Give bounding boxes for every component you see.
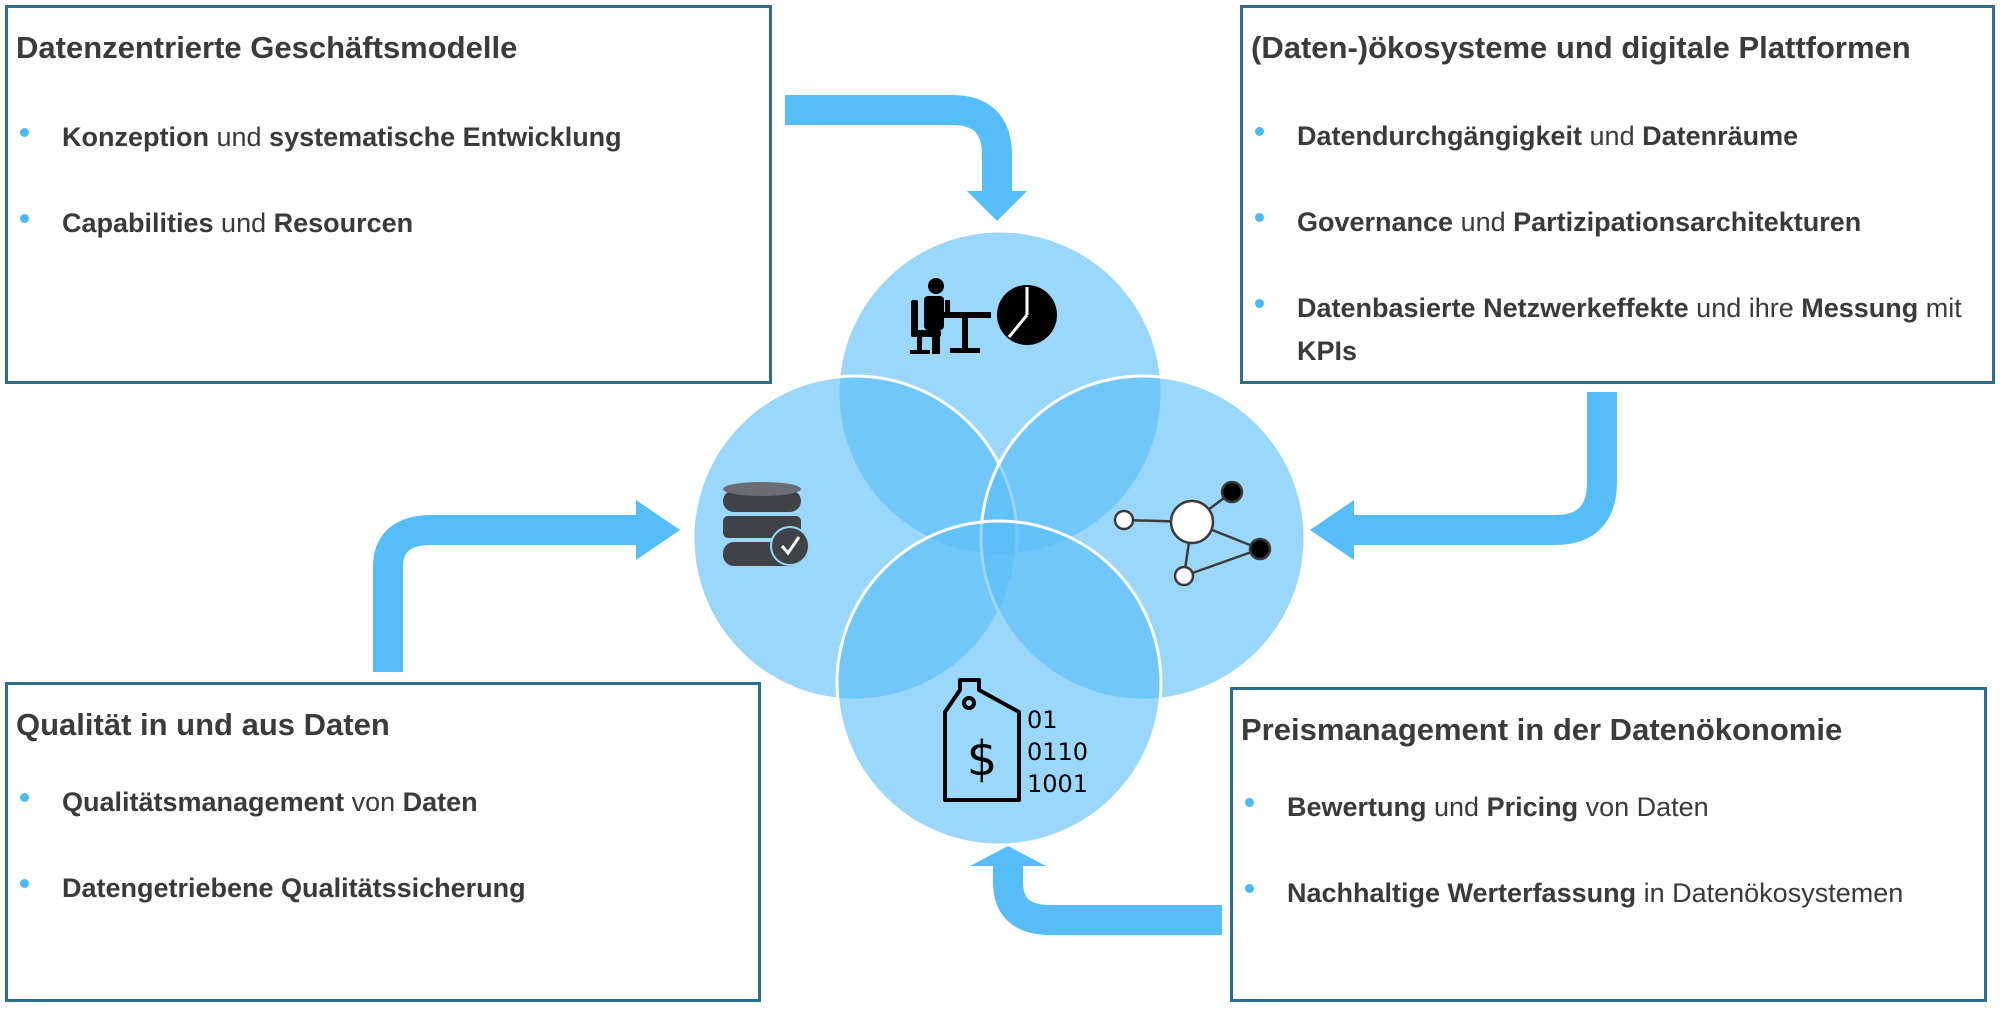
binary-code: 01 0110 1001 bbox=[1027, 706, 1088, 798]
bold-text: Governance bbox=[1297, 207, 1454, 237]
arrow-right bbox=[1310, 392, 1617, 560]
text: von Daten bbox=[1578, 792, 1709, 822]
list-item: Governance und Partizipationsarchitektur… bbox=[1251, 201, 1984, 244]
list-item: Nachhaltige Werterfassung in Datenökosys… bbox=[1241, 872, 1976, 915]
list-item: Datengetriebene Qualitätssicherung bbox=[16, 867, 750, 910]
bold-text: Datendurchgängigkeit bbox=[1297, 121, 1583, 151]
list-item: Datenbasierte Netzwerkeffekte und ihre M… bbox=[1251, 287, 1984, 373]
arrow-top bbox=[785, 95, 1027, 221]
bold-text: KPIs bbox=[1297, 336, 1358, 366]
bold-text: systematische Entwicklung bbox=[269, 122, 622, 152]
bold-text: Konzeption bbox=[62, 122, 209, 152]
bold-text: Pricing bbox=[1486, 792, 1579, 822]
bold-text: Daten bbox=[402, 787, 478, 817]
list-item: Datendurchgängigkeit und Datenräume bbox=[1251, 115, 1984, 158]
bullet-list: Qualitätsmanagement von Daten Datengetri… bbox=[16, 781, 750, 910]
panel-title: Datenzentrierte Geschäftsmodelle bbox=[16, 30, 518, 65]
dollar-sign: $ bbox=[967, 731, 998, 787]
business-analyst-icon bbox=[910, 278, 1057, 354]
bullet-list: Datendurchgängigkeit und Datenräume Gove… bbox=[1251, 115, 1984, 373]
network-icon bbox=[1113, 480, 1272, 587]
database-check-icon bbox=[723, 482, 810, 566]
bold-text: Capabilities bbox=[62, 208, 214, 238]
list-item: Bewertung und Pricing von Daten bbox=[1241, 786, 1976, 829]
binary-line: 1001 bbox=[1027, 770, 1088, 798]
bullet-list: Bewertung und Pricing von Daten Nachhalt… bbox=[1241, 786, 1976, 915]
panel-preismanagement: Preismanagement in der Datenökonomie Bew… bbox=[1230, 687, 1987, 1002]
text: mit bbox=[1918, 293, 1962, 323]
binary-line: 01 bbox=[1027, 706, 1058, 734]
bold-text: Datenbasierte Netzwerkeffekte bbox=[1297, 293, 1689, 323]
bold-text: Bewertung bbox=[1287, 792, 1427, 822]
bold-text: Nachhaltige Werterfassung bbox=[1287, 878, 1637, 908]
arrow-left bbox=[373, 500, 680, 672]
text: in Datenökosystemen bbox=[1636, 878, 1904, 908]
panel-qualitaet-daten: Qualität in und aus Daten Qualitätsmanag… bbox=[5, 682, 761, 1002]
text: von bbox=[344, 787, 403, 817]
bold-text: Datengetriebene Qualitätssicherung bbox=[62, 873, 526, 903]
bold-text: Messung bbox=[1801, 293, 1919, 323]
panel-title: Qualität in und aus Daten bbox=[16, 707, 390, 742]
circle-bottom bbox=[835, 519, 1163, 847]
panel-datenoekosysteme-plattformen: (Daten-)ökosysteme und digitale Plattfor… bbox=[1240, 5, 1995, 384]
bold-text: Datenräume bbox=[1642, 121, 1799, 151]
bullet-list: Konzeption und systematische Entwicklung… bbox=[16, 116, 761, 245]
arrow-bottom bbox=[970, 846, 1222, 935]
text: und bbox=[1582, 121, 1643, 151]
list-item: Konzeption und systematische Entwicklung bbox=[16, 116, 761, 159]
text: und bbox=[213, 208, 274, 238]
text: und bbox=[1426, 792, 1487, 822]
bold-text: Partizipationsarchitekturen bbox=[1513, 207, 1862, 237]
list-item: Qualitätsmanagement von Daten bbox=[16, 781, 750, 824]
list-item: Capabilities und Resourcen bbox=[16, 202, 761, 245]
binary-line: 0110 bbox=[1027, 738, 1088, 766]
bold-text: Qualitätsmanagement bbox=[62, 787, 345, 817]
text: und bbox=[1453, 207, 1514, 237]
panel-title: Preismanagement in der Datenökonomie bbox=[1241, 712, 1843, 747]
price-tag-icon bbox=[943, 678, 1021, 802]
panel-datenzentrierte-geschaeftsmodelle: Datenzentrierte Geschäftsmodelle Konzept… bbox=[5, 5, 772, 384]
panel-title: (Daten-)ökosysteme und digitale Plattfor… bbox=[1251, 30, 1911, 65]
text: und bbox=[208, 122, 270, 152]
bold-text: Resourcen bbox=[273, 208, 414, 238]
text: und ihre bbox=[1688, 293, 1802, 323]
